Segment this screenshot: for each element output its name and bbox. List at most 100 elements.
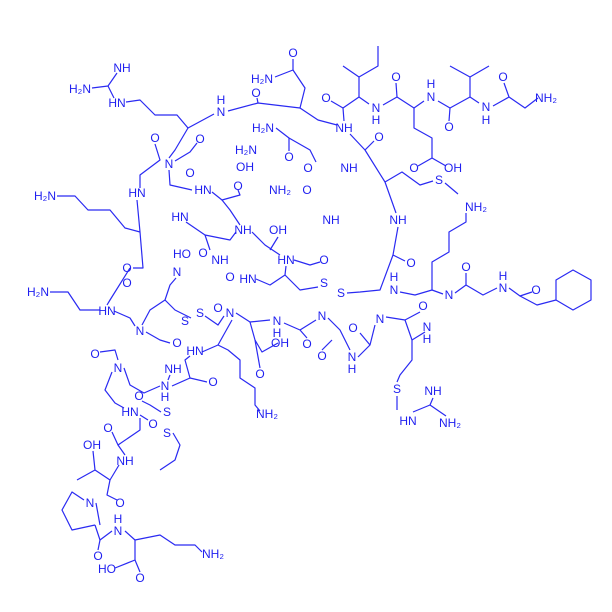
atom-label: NH₂ — [439, 416, 461, 430]
atom-label: O — [251, 86, 260, 100]
atom-label: H — [499, 269, 508, 283]
atom-label: H₂N — [235, 143, 257, 157]
atom-label: O — [93, 549, 102, 563]
bond — [201, 344, 261, 412]
bond — [382, 96, 425, 109]
bond — [141, 400, 162, 413]
atom-label: NH — [164, 362, 181, 376]
atom-label: NH — [340, 161, 357, 175]
atom-label: O — [150, 131, 159, 145]
atom-label: O — [198, 246, 207, 260]
bond — [114, 540, 136, 569]
bond — [384, 171, 434, 186]
bonds-layer — [50, 46, 592, 573]
bond — [399, 289, 444, 296]
bond — [99, 349, 119, 361]
atom-label: O — [531, 283, 540, 297]
atom-label: N — [372, 101, 381, 115]
bond — [251, 231, 281, 256]
atom-label: H₂N — [252, 121, 274, 135]
atom-label: HN — [108, 96, 125, 110]
atom-label: H₂N — [27, 285, 49, 299]
atom-label: O — [195, 132, 204, 146]
bond — [159, 432, 181, 471]
atom-label: N — [114, 361, 123, 375]
atom-label: O — [317, 349, 326, 363]
atom-label: HO — [173, 247, 191, 261]
atom-label: HO — [98, 562, 116, 576]
atom-label: O — [303, 161, 312, 175]
bond — [359, 332, 371, 346]
bond — [449, 65, 471, 97]
bond — [330, 100, 344, 109]
atom-label: O — [409, 161, 418, 175]
atom-label: NH — [322, 213, 339, 227]
bond — [92, 450, 120, 481]
bond — [342, 96, 370, 122]
bond — [107, 85, 115, 99]
atom-label: NH₂ — [202, 547, 224, 561]
bond — [164, 277, 177, 301]
bond — [171, 377, 208, 387]
bond — [429, 404, 447, 417]
bond — [255, 265, 287, 286]
atom-label: NH — [389, 213, 406, 227]
atom-label: S — [181, 314, 189, 328]
atom-label: H₂N — [34, 189, 56, 203]
atom-label: S — [163, 426, 171, 440]
atom-label: O — [233, 179, 242, 193]
atom-label: N — [390, 283, 399, 297]
bond — [395, 82, 398, 98]
bond — [358, 46, 379, 78]
bond — [413, 108, 433, 167]
atom-label: O — [418, 299, 427, 313]
atom-label: O — [122, 261, 131, 275]
atom-label: N — [273, 314, 282, 328]
atom-label: OH — [444, 161, 462, 175]
atom-label: S — [196, 306, 204, 320]
atom-label: N — [427, 90, 436, 104]
atom-label: H₂N — [69, 82, 91, 96]
bond — [57, 195, 141, 233]
atom-label: H — [114, 512, 123, 526]
atom-label: HN — [171, 210, 188, 224]
bond — [327, 317, 351, 351]
atom-label: N — [445, 288, 454, 302]
bond — [204, 231, 237, 241]
atom-label: S — [337, 286, 345, 300]
bond — [249, 321, 279, 353]
bond — [168, 127, 189, 159]
atom-label: O — [461, 260, 470, 274]
atom-label: N — [217, 105, 226, 119]
atom-label: HN — [121, 405, 138, 419]
atom-label: N — [482, 100, 491, 114]
bond — [111, 418, 141, 446]
bond — [123, 367, 161, 394]
atom-label: O — [284, 150, 293, 164]
atom-label: H₂N — [251, 72, 273, 86]
bond — [269, 236, 279, 251]
bond — [145, 331, 171, 344]
atom-label: O — [498, 70, 507, 84]
atom-label: O — [213, 301, 222, 315]
atom-label: NH — [234, 223, 251, 237]
bond — [113, 310, 136, 327]
atom-label: O — [288, 46, 297, 60]
atom-label: O — [321, 91, 330, 105]
atom-label: H — [273, 326, 282, 340]
bond — [321, 339, 333, 351]
bond — [293, 259, 321, 266]
atom-label: N — [114, 524, 123, 538]
bond — [519, 295, 557, 306]
atom-label: HN — [239, 272, 256, 286]
atom-label: N — [161, 379, 170, 393]
atom-label: O — [374, 130, 383, 144]
atom-label: O — [208, 375, 217, 389]
atom-label: NH — [113, 61, 130, 75]
atom-label: S — [435, 173, 443, 187]
atom-label: OH — [83, 438, 101, 452]
atom-label: HN — [98, 304, 115, 318]
atom-label: N — [318, 309, 327, 323]
atom-label: O — [90, 347, 99, 361]
